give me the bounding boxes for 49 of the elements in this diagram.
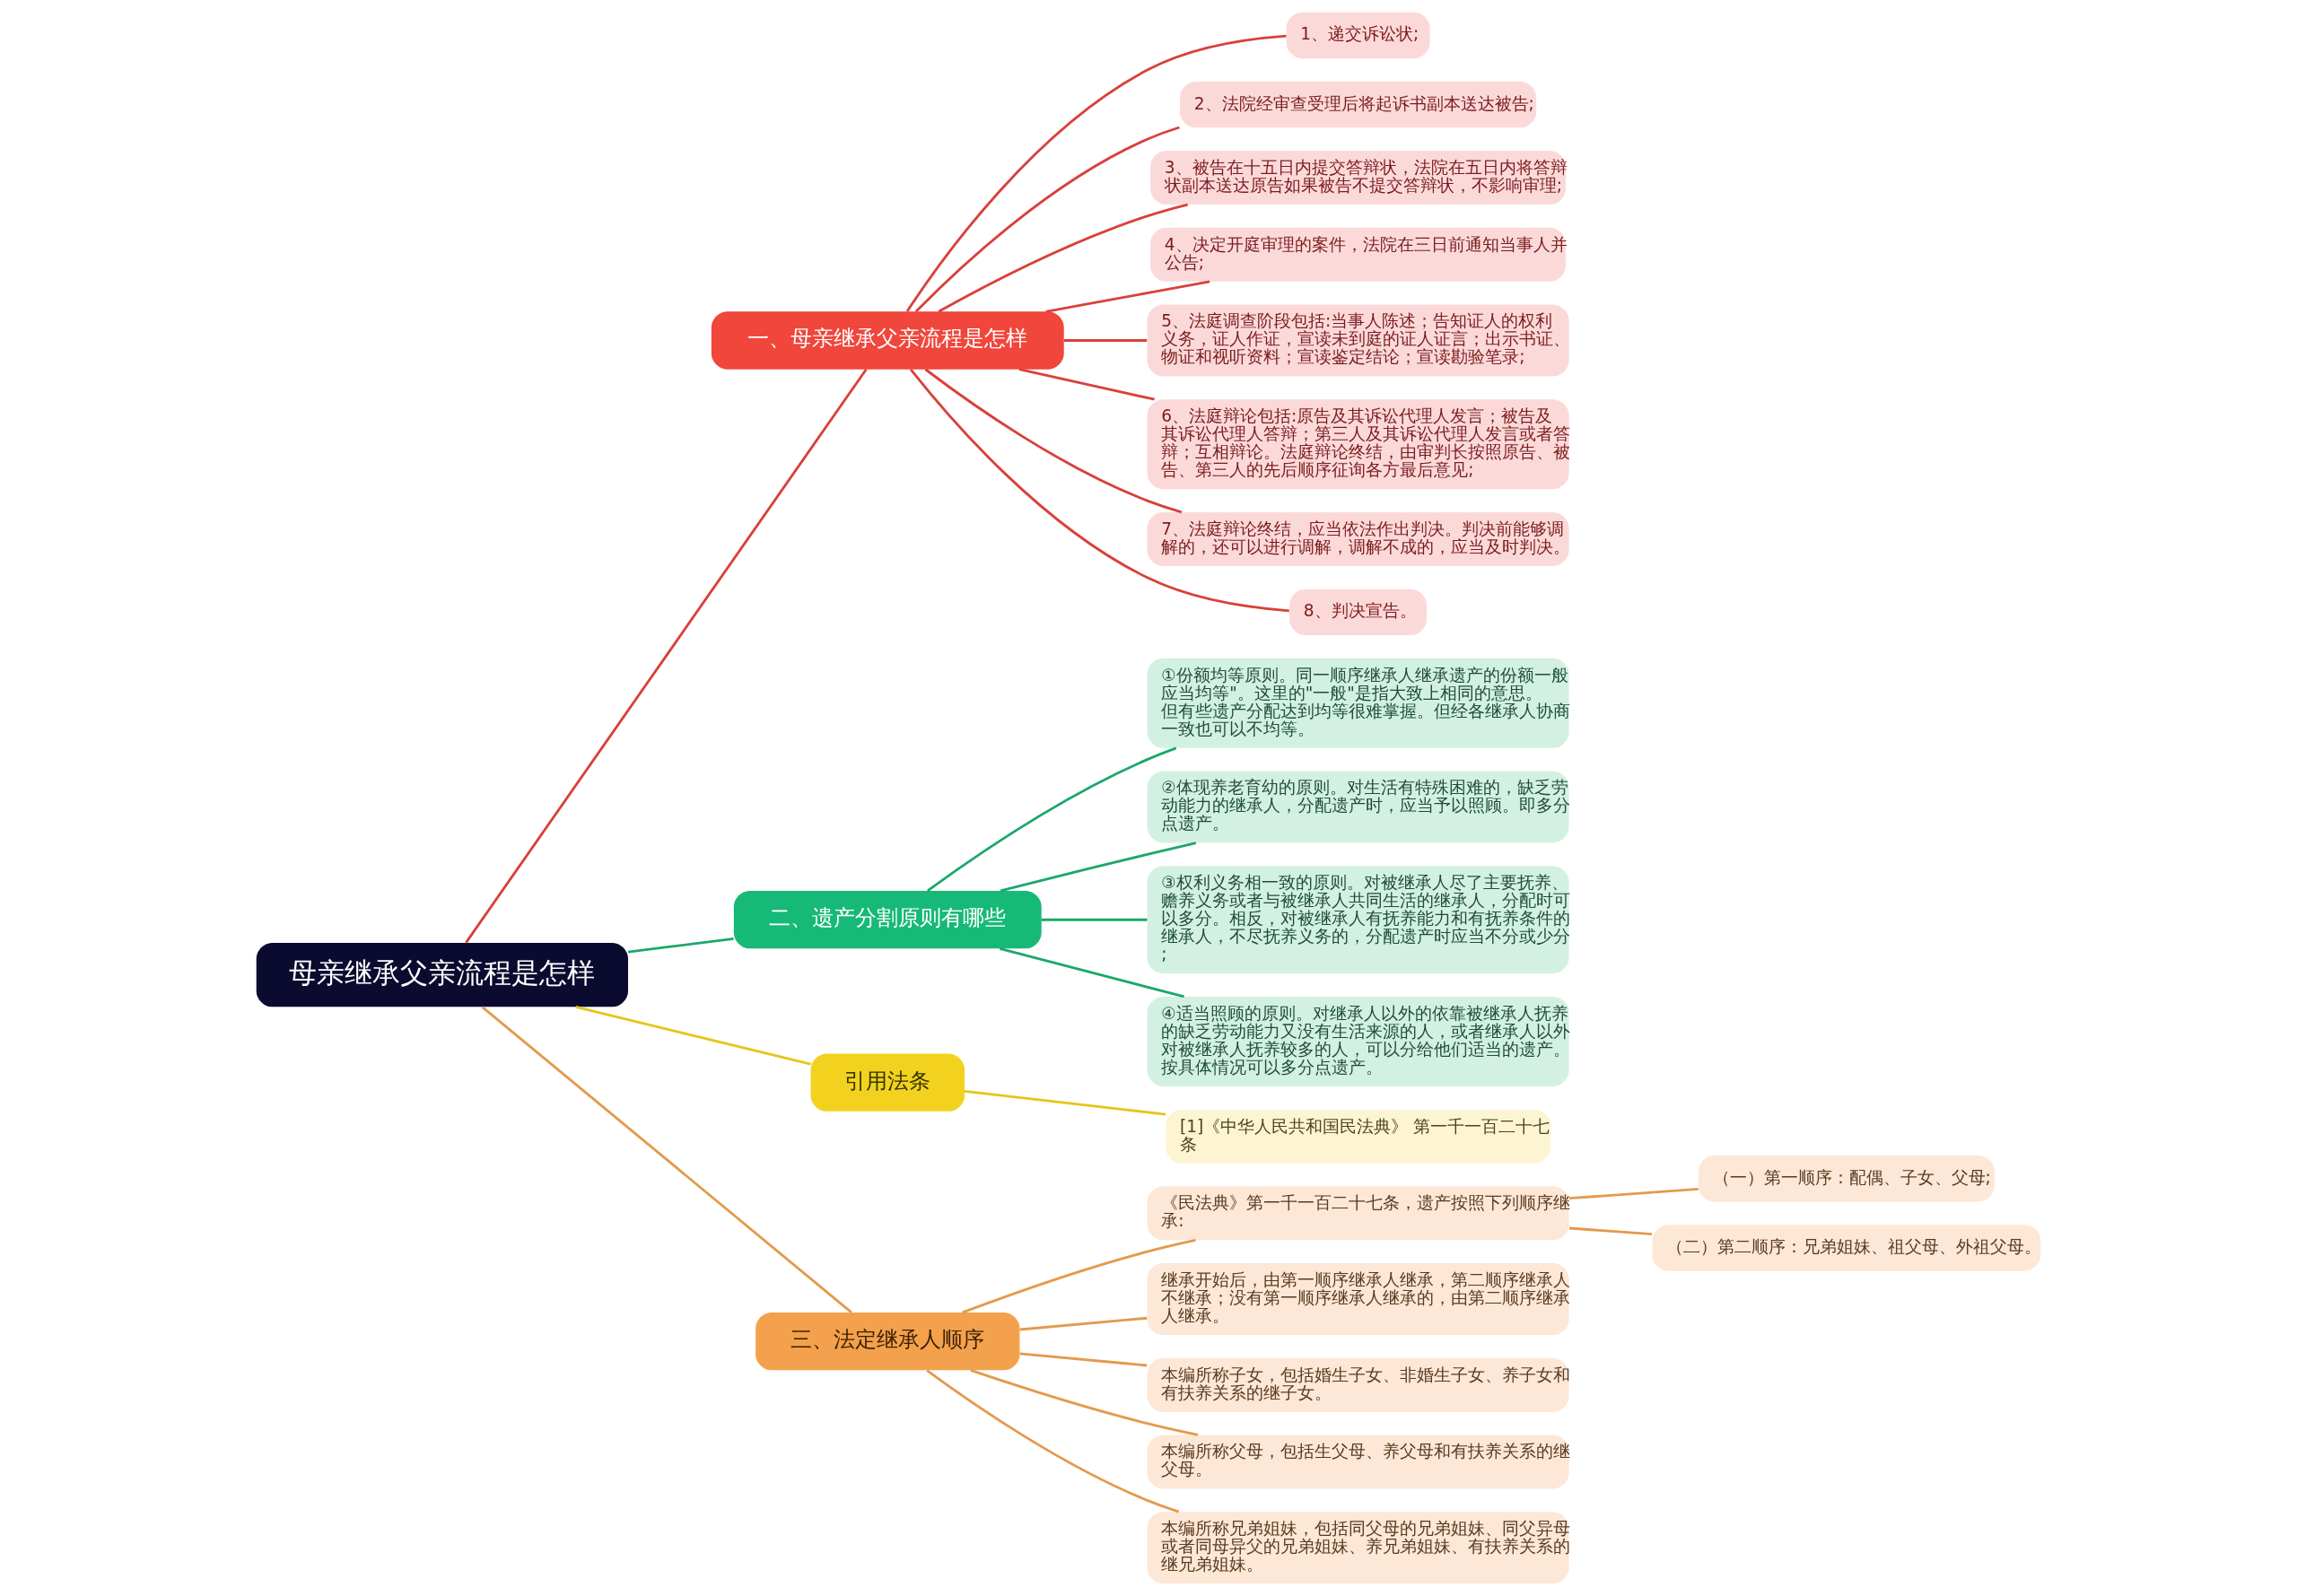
connector xyxy=(627,938,734,954)
node-box: 本编所称父母，包括生父母、养父母和有扶养关系的继父母。 xyxy=(1147,1435,1569,1489)
connector xyxy=(964,1089,1166,1116)
connector xyxy=(1568,1226,1653,1235)
connector xyxy=(905,34,1287,312)
node-box: 本编所称兄弟姐妹，包括同父母的兄弟姐妹、同父异母或者同母异父的兄弟姐妹、养兄弟姐妹、有扶养关系的继兄弟姐妹。 xyxy=(1147,1512,1569,1584)
connector xyxy=(962,1239,1196,1314)
node-box: （二）第二顺序：兄弟姐妹、祖父母、外祖父母。 xyxy=(1652,1225,2041,1271)
node-box: 3、被告在十五日内提交答辩状，法院在五日内将答辩状副本送达原告如果被告不提交答辩状，不影响审理; xyxy=(1150,151,1566,205)
node-box: 继承开始后，由第一顺序继承人继承，第二顺序继承人不继承；没有第一顺序继承人继承的，由第二顺序继承人继承。 xyxy=(1147,1263,1569,1336)
connector xyxy=(927,746,1177,892)
connector xyxy=(465,368,868,944)
node-box: ②体现养老育幼的原则。对生活有特殊困难的，缺乏劳动能力的继承人，分配遗产时，应当予以照顾。即多分点遗产。 xyxy=(1147,771,1569,843)
node-box: 三、法定继承人顺序 xyxy=(755,1313,1020,1371)
node-box: 二、遗产分割原则有哪些 xyxy=(733,891,1042,949)
connector xyxy=(914,126,1180,313)
node-box: 4、决定开庭审理的案件，法院在三日前通知当事人并公告; xyxy=(1150,227,1566,282)
node-box: 1、递交诉讼状; xyxy=(1286,12,1430,59)
connector xyxy=(1568,1188,1699,1200)
connector xyxy=(1018,368,1155,401)
connector xyxy=(481,1006,852,1314)
node-box: ④适当照顾的原则。对继承人以外的依靠被继承人抚养的缺乏劳动能力又没有生活来源的人，或者继承人以外对被继承人抚养较多的人，可以分给他们适当的遗产。按具体情况可以多分点遗产。 xyxy=(1147,996,1569,1086)
node-box: （一）第一顺序：配偶、子女、父母; xyxy=(1698,1156,1995,1202)
connector xyxy=(970,1369,1199,1436)
connector xyxy=(999,947,1184,999)
node-box: ③权利义务相一致的原则。对被继承人尽了主要抚养、赡养义务或者与被继承人共同生活的继承人，分配时可以多分。相反，对被继承人有抚养能力和有抚养条件的继承人，不尽抚养义务的，分配遗产时应当不分或少分; xyxy=(1147,866,1569,974)
node-box: ①份额均等原则。同一顺序继承人继承遗产的份额一般应当均等"。这里的"一般"是指大致上相同的意思。但有些遗产分配达到均等很难掌握。但经各继承人协商一致也可以不均等。 xyxy=(1147,658,1569,748)
node-box: 本编所称子女，包括婚生子女、非婚生子女、养子女和有扶养关系的继子女。 xyxy=(1147,1357,1569,1412)
connector xyxy=(1041,918,1148,921)
node-box: 5、法庭调查阶段包括:当事人陈述；告知证人的权利义务，证人作证，宣读未到庭的证人证言；出示书证、物证和视听资料；宣读鉴定结论；宣读勘验笔录; xyxy=(1147,304,1569,377)
node-box: 一、母亲继承父亲流程是怎样 xyxy=(711,311,1064,370)
connector xyxy=(926,1369,1180,1513)
connector xyxy=(1064,339,1148,342)
node-box: 7、法庭辩论终结，应当依法作出判决。判决前能够调解的，还可以进行调解，调解不成的，应当及时判决。 xyxy=(1147,511,1569,566)
connector xyxy=(575,1006,811,1066)
connector xyxy=(1019,1352,1148,1367)
node-box: 8、判决宣告。 xyxy=(1289,589,1427,636)
connector xyxy=(938,203,1188,313)
connector xyxy=(1045,280,1210,313)
connector xyxy=(1019,1316,1148,1331)
node-box: 引用法条 xyxy=(810,1053,965,1112)
node-box: 《民法典》第一千一百二十七条，遗产按照下列顺序继承: xyxy=(1147,1186,1569,1241)
connector xyxy=(1000,842,1197,893)
node-box: 2、法院经审查受理后将起诉书副本送达被告; xyxy=(1180,81,1537,128)
connector xyxy=(910,369,1289,613)
node-box: [1]《中华人民共和国民法典》 第一千一百二十七条 xyxy=(1166,1109,1550,1164)
connector xyxy=(924,368,1183,514)
node-box: 6、法庭辩论包括:原告及其诉讼代理人发言；被告及其诉讼代理人答辩；第三人及其诉讼代理人发言或者答辩；互相辩论。法庭辩论终结，由审判长按照原告、被告、第三人的先后顺序征询各方最后意见; xyxy=(1147,399,1569,490)
node-box: 母亲继承父亲流程是怎样 xyxy=(256,942,628,1007)
